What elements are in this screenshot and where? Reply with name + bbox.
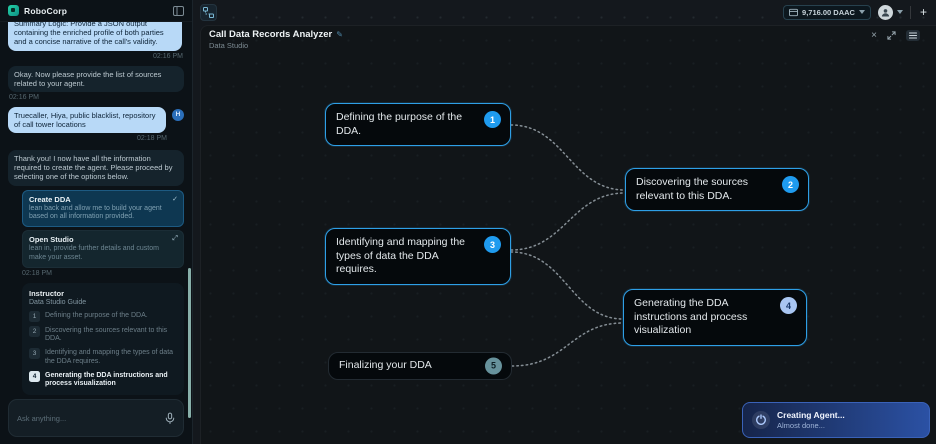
step-label: Identifying and mapping the types of dat… bbox=[45, 349, 174, 365]
flow-node-label: Identifying and mapping the types of dat… bbox=[336, 236, 466, 276]
wallet-icon bbox=[789, 8, 799, 16]
user-message: the fraud_score exceeds 85. Summary Logi… bbox=[8, 22, 182, 51]
flow-node-label: Generating the DDA instructions and proc… bbox=[634, 297, 748, 337]
flow-node-5[interactable]: Finalizing your DDA 5 bbox=[328, 352, 512, 380]
instructor-step: 2 Discovering the sources relevant to th… bbox=[29, 325, 177, 345]
step-label: Discovering the sources relevant to this… bbox=[45, 326, 168, 343]
flow-node-label: Defining the purpose of the DDA. bbox=[336, 111, 463, 137]
step-label: Generating the DDA instructions and proc… bbox=[45, 371, 168, 388]
flow-node-1[interactable]: Defining the purpose of the DDA. 1 bbox=[325, 103, 511, 147]
flow-node-4[interactable]: Generating the DDA instructions and proc… bbox=[623, 289, 807, 346]
step-label: Defining the purpose of the DDA. bbox=[45, 311, 148, 319]
option-title: Open Studio bbox=[29, 235, 74, 245]
chevron-down-icon bbox=[858, 10, 865, 14]
step-number: 4 bbox=[29, 370, 40, 382]
option-description: lean back and allow me to build your age… bbox=[29, 204, 162, 221]
microphone-icon[interactable] bbox=[165, 412, 175, 425]
message-timestamp: 02:18 PM bbox=[22, 269, 52, 277]
instructor-card: Instructor Data Studio Guide 1 Defining … bbox=[22, 282, 184, 395]
canvas-topbar: 9,716.00 DAAC + bbox=[193, 0, 936, 24]
flow-node-3[interactable]: Identifying and mapping the types of dat… bbox=[325, 228, 511, 285]
user-avatar: H bbox=[172, 108, 184, 121]
open-studio-option[interactable]: Open Studio lean in, provide further det… bbox=[22, 230, 184, 268]
data-studio-panel: Call Data Records Analyzer ✎ Data Studio… bbox=[200, 25, 936, 444]
divider bbox=[909, 5, 911, 19]
panel-header: Call Data Records Analyzer ✎ Data Studio bbox=[209, 29, 343, 50]
user-message-row: Truecaller, Hiya, public blacklist, repo… bbox=[8, 106, 184, 134]
edit-title-icon[interactable]: ✎ bbox=[336, 30, 343, 39]
canvas-area[interactable]: 9,716.00 DAAC + Call Data R bbox=[193, 0, 936, 444]
option-cards: Create DDA lean back and allow me to bui… bbox=[22, 189, 184, 268]
person-icon bbox=[881, 8, 890, 17]
step-number: 3 bbox=[29, 348, 40, 360]
brand-name: RoboCorp bbox=[24, 5, 68, 16]
close-icon[interactable]: × bbox=[871, 30, 877, 41]
agent-message: Okay. Now please provide the list of sou… bbox=[8, 65, 184, 92]
account-menu[interactable] bbox=[877, 4, 903, 20]
creating-agent-toast: Creating Agent... Almost done... bbox=[742, 402, 930, 438]
sidebar-scrollbar[interactable] bbox=[188, 268, 191, 418]
toast-text: Creating Agent... Almost done... bbox=[777, 410, 845, 430]
topbar-right: 9,716.00 DAAC + bbox=[783, 4, 929, 20]
flow-node-label: Discovering the sources relevant to this… bbox=[636, 176, 749, 202]
flow-node-badge: 1 bbox=[484, 111, 501, 128]
option-title: Create DDA bbox=[29, 194, 71, 204]
instructor-step-active: 4 Generating the DDA instructions and pr… bbox=[29, 370, 177, 390]
panel-subtitle: Data Studio bbox=[209, 41, 249, 50]
panel-controls: × bbox=[871, 30, 920, 41]
step-number: 2 bbox=[29, 325, 40, 337]
instructor-step: 3 Identifying and mapping the types of d… bbox=[29, 348, 177, 367]
message-timestamp: 02:16 PM bbox=[153, 52, 183, 60]
flow-node-badge: 4 bbox=[780, 297, 797, 314]
sidebar-header: RoboCorp bbox=[0, 0, 192, 22]
instructor-subtitle: Data Studio Guide bbox=[29, 298, 87, 306]
flow-node-badge: 5 bbox=[485, 357, 502, 375]
toast-title: Creating Agent... bbox=[777, 410, 845, 420]
instructor-step: 1 Defining the purpose of the DDA. bbox=[29, 310, 177, 322]
flow-node-label: Finalizing your DDA bbox=[339, 359, 432, 371]
wallet-balance-dropdown[interactable]: 9,716.00 DAAC bbox=[783, 4, 871, 20]
agent-message: Thank you! I now have all the informatio… bbox=[8, 150, 184, 186]
option-description: lean in, provide further details and cus… bbox=[29, 245, 159, 261]
step-number: 1 bbox=[29, 310, 40, 322]
spinner-icon bbox=[752, 411, 770, 429]
collapse-sidebar-icon[interactable] bbox=[173, 5, 184, 16]
workflow-icon[interactable] bbox=[200, 3, 217, 21]
menu-icon[interactable] bbox=[906, 30, 920, 41]
create-dda-option[interactable]: Create DDA lean back and allow me to bui… bbox=[22, 189, 184, 228]
sidebar: RoboCorp the fraud_score exceeds 85. Sum… bbox=[0, 0, 193, 444]
avatar bbox=[877, 4, 893, 20]
add-button[interactable]: + bbox=[919, 5, 927, 19]
chat-history: the fraud_score exceeds 85. Summary Logi… bbox=[0, 22, 192, 395]
wallet-balance: 9,716.00 DAAC bbox=[802, 7, 855, 17]
expand-icon: ⤢ bbox=[172, 235, 178, 243]
instructor-title: Instructor bbox=[29, 288, 65, 298]
user-message: Truecaller, Hiya, public blacklist, repo… bbox=[8, 106, 166, 134]
check-icon: ✓ bbox=[172, 195, 178, 203]
expand-panel-icon[interactable] bbox=[887, 31, 896, 40]
robocorp-logo-icon bbox=[8, 5, 19, 16]
flow-node-2[interactable]: Discovering the sources relevant to this… bbox=[625, 168, 809, 212]
chat-input-bar bbox=[8, 399, 184, 437]
flow-node-badge: 3 bbox=[484, 236, 501, 253]
ask-anything-input[interactable] bbox=[17, 413, 159, 423]
chevron-down-icon bbox=[896, 10, 903, 14]
message-timestamp: 02:18 PM bbox=[137, 135, 167, 143]
toast-subtitle: Almost done... bbox=[777, 421, 825, 430]
message-timestamp: 02:16 PM bbox=[9, 93, 39, 101]
flow-node-badge: 2 bbox=[782, 176, 799, 193]
panel-title: Call Data Records Analyzer bbox=[209, 29, 333, 40]
